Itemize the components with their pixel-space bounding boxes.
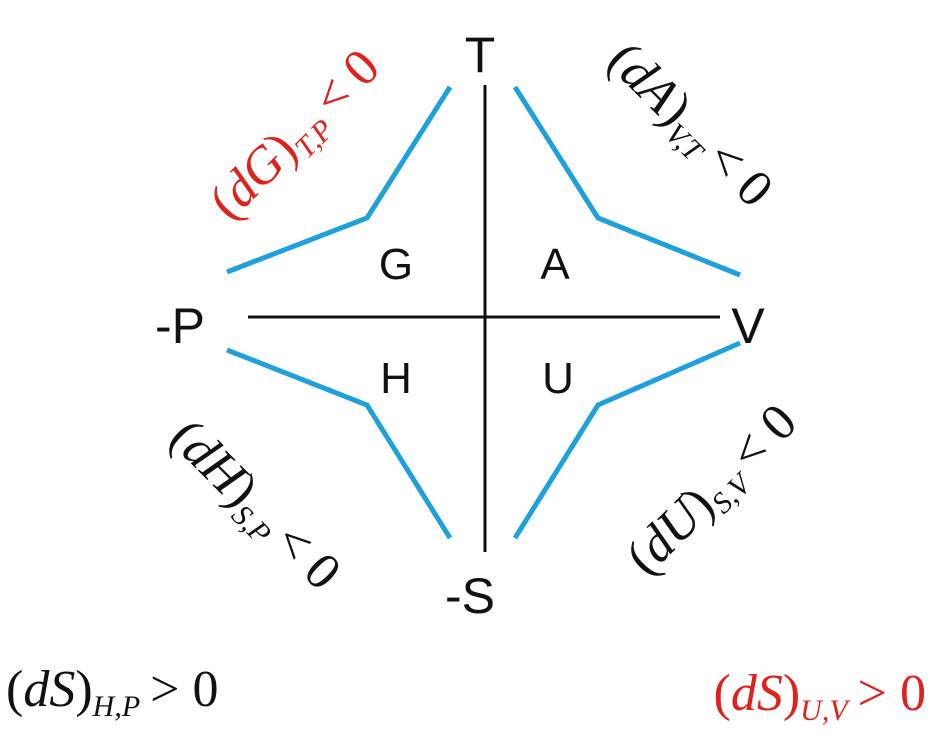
corner-label-bottom: -S xyxy=(445,568,495,624)
edge-bottom-left xyxy=(226,347,453,540)
relation-dg: (dG)T,P< 0 xyxy=(199,39,395,235)
relation-da: (dA)V,T< 0 xyxy=(593,31,783,221)
corner-label-left: -P xyxy=(155,298,205,354)
relation-du: (dU)S,V< 0 xyxy=(615,393,811,589)
corner-label-right: V xyxy=(731,298,765,354)
relation-ds-hp: (dS)H,P> 0 xyxy=(6,661,218,723)
edge-top-left xyxy=(226,85,453,275)
edge-top-right xyxy=(512,85,741,278)
edge-bottom-right xyxy=(512,340,742,540)
quadrant-label-a: A xyxy=(540,240,570,289)
quadrant-label-u: U xyxy=(542,354,574,403)
corner-label-top: T xyxy=(465,27,496,83)
quadrant-label-g: G xyxy=(379,240,413,289)
quadrant-label-h: H xyxy=(380,354,412,403)
relation-dh: (dH)S,P< 0 xyxy=(156,408,352,604)
relation-ds-uv: (dS)U,V> 0 xyxy=(714,665,926,727)
